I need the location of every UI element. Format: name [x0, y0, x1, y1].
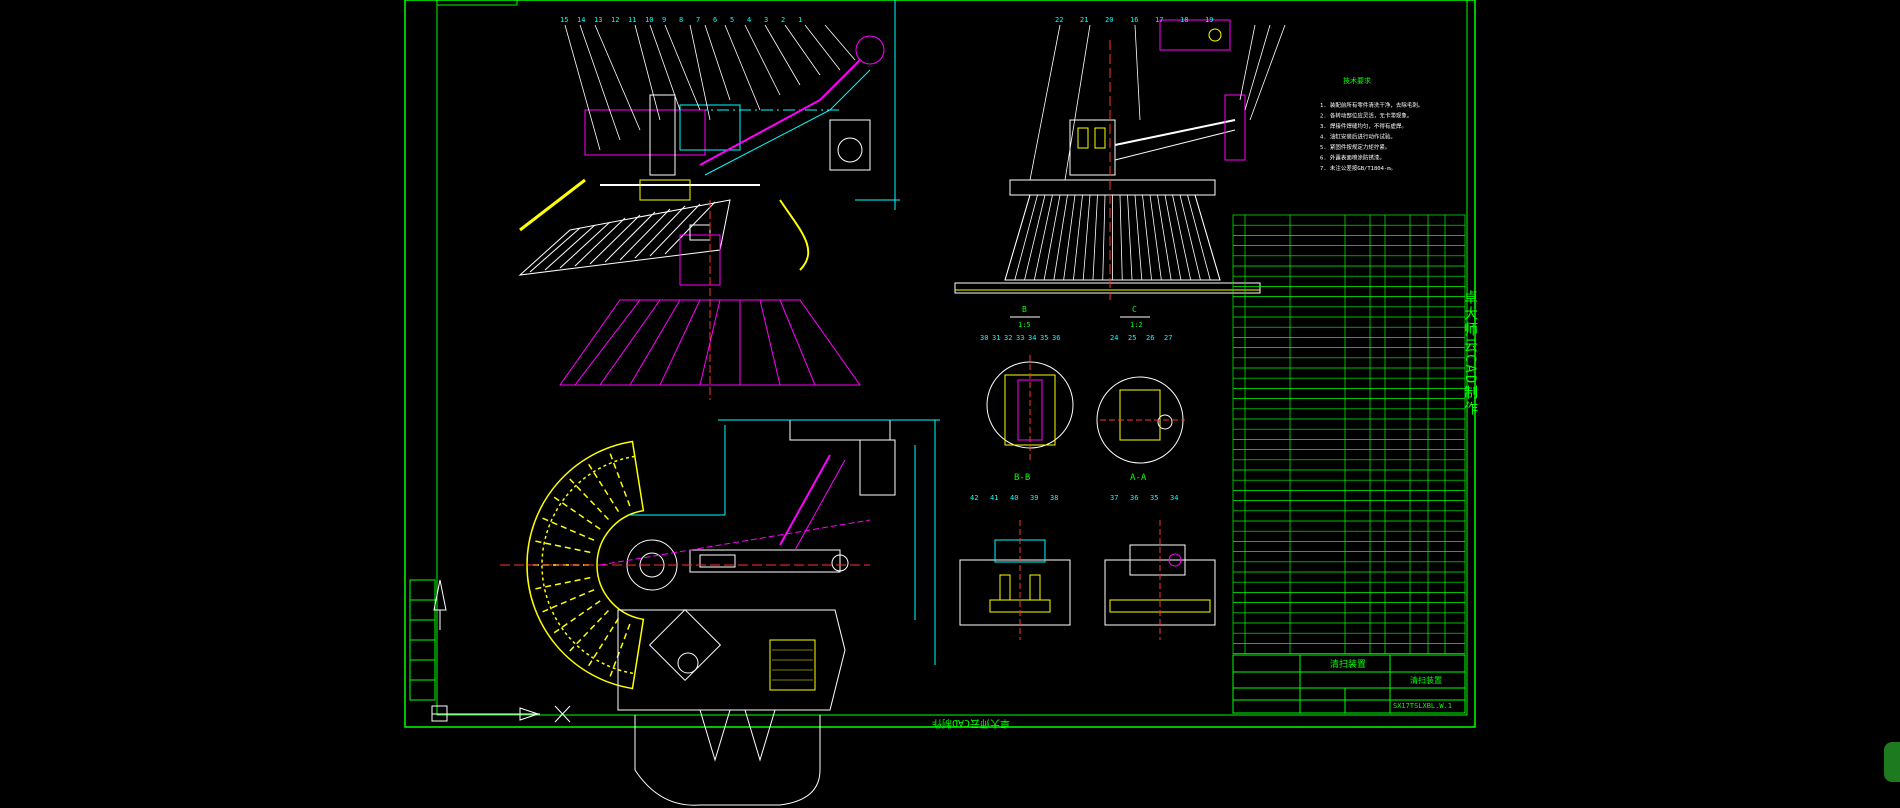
lower-view-left	[959, 520, 1071, 640]
balloon-label: 39	[1030, 494, 1038, 502]
balloon-label: 10	[645, 16, 653, 24]
balloon-label: 15	[560, 16, 568, 24]
detail-bb: B-B	[986, 355, 1074, 483]
balloon-label: 34	[1170, 494, 1178, 502]
tech-req-line: 7. 未注公差按GB/T1804-m。	[1320, 164, 1396, 172]
balloons-right-top: 22 21 20 16 17 18 19	[1055, 16, 1213, 24]
balloons-top: 15 14 13 12 11 10 9 8 7 6 5 4 3 2 1	[560, 16, 802, 24]
balloon-label: 31	[992, 334, 1000, 342]
tech-req-line: 4. 油缸安装后进行动作试验。	[1320, 133, 1396, 141]
balloon-label: 40	[1010, 494, 1018, 502]
balloon-label: 14	[577, 16, 585, 24]
balloon-label: 2	[781, 16, 785, 24]
title-block-name: 清扫装置	[1330, 658, 1366, 670]
balloon-label: 13	[594, 16, 602, 24]
balloon-label: 5	[730, 16, 734, 24]
balloon-label: 8	[679, 16, 683, 24]
main-side-view	[518, 0, 900, 400]
tech-req-line: 6. 外露表面喷涂防锈漆。	[1320, 154, 1385, 162]
balloon-label: 33	[1016, 334, 1024, 342]
right-watermark: 卓大师云CAD制作	[1462, 290, 1478, 418]
top-left-tab	[436, 0, 518, 6]
balloon-label: 42	[970, 494, 978, 502]
balloon-label: 21	[1080, 16, 1088, 24]
balloon-label: 20	[1105, 16, 1113, 24]
balloon-label: 36	[1130, 494, 1138, 502]
section-scale-b: 1:5	[1018, 321, 1031, 329]
front-view	[954, 19, 1286, 300]
balloon-label: 3	[764, 16, 768, 24]
lower-view-right	[1104, 520, 1216, 640]
balloon-label: 11	[628, 16, 636, 24]
tech-req-line: 5. 紧固件按规定力矩拧紧。	[1320, 143, 1390, 151]
detail-aa: A-A	[1096, 376, 1185, 483]
tech-req-line: 3. 焊接件焊缝均匀，不得有虚焊。	[1320, 122, 1407, 130]
balloon-label: 24	[1110, 334, 1118, 342]
outer-frame	[404, 0, 1476, 728]
title-block-name-right: 清扫装置	[1410, 675, 1442, 685]
technical-requirements: 技术要求 1. 装配前所有零件清洗干净，去除毛刺。 2. 各转动部位应灵活，无卡滞…	[1320, 76, 1423, 172]
balloon-label: 25	[1128, 334, 1136, 342]
balloon-label: 30	[980, 334, 988, 342]
left-margin-block	[409, 579, 447, 701]
section-letter-b: B	[1022, 305, 1027, 314]
plan-view	[500, 419, 940, 806]
bottom-watermark: 卓大师云CAD制作	[932, 717, 1010, 730]
balloon-label: 17	[1155, 16, 1163, 24]
balloon-label: 32	[1004, 334, 1012, 342]
view-label-aa: A-A	[1130, 473, 1147, 483]
scroll-knob[interactable]	[1884, 742, 1900, 782]
balloon-label: 18	[1180, 16, 1188, 24]
tech-req-line: 2. 各转动部位应灵活，无卡滞现象。	[1320, 112, 1412, 120]
balloon-label: 16	[1130, 16, 1138, 24]
balloon-label: 26	[1146, 334, 1154, 342]
balloon-label: 9	[662, 16, 666, 24]
tech-req-title: 技术要求	[1343, 76, 1371, 85]
ucs-icon	[431, 705, 571, 723]
balloon-label: 12	[611, 16, 619, 24]
balloon-label: 7	[696, 16, 700, 24]
title-block	[1232, 654, 1466, 714]
balloon-label: 27	[1164, 334, 1172, 342]
section-letter-c: C	[1132, 305, 1137, 314]
balloon-label: 6	[713, 16, 717, 24]
balloon-label: 35	[1150, 494, 1158, 502]
inner-frame	[436, 0, 1468, 716]
tech-req-line: 1. 装配前所有零件清洗干净，去除毛刺。	[1320, 101, 1423, 109]
balloon-label: 37	[1110, 494, 1118, 502]
parts-list-table	[1232, 214, 1466, 654]
balloon-label: 4	[747, 16, 751, 24]
balloon-label: 38	[1050, 494, 1058, 502]
balloon-label: 19	[1205, 16, 1213, 24]
balloon-label: 1	[798, 16, 802, 24]
balloon-label: 35	[1040, 334, 1048, 342]
balloon-label: 34	[1028, 334, 1036, 342]
balloon-label: 36	[1052, 334, 1060, 342]
section-scale-c: 1:2	[1130, 321, 1143, 329]
view-label-bb: B-B	[1014, 473, 1030, 483]
balloons-lower: 42 41 40 39 38 37 36 35 34	[970, 494, 1178, 502]
balloon-label: 41	[990, 494, 998, 502]
title-block-drawing-no: SX17TSLXBL.W.1	[1393, 702, 1452, 710]
balloon-label: 22	[1055, 16, 1063, 24]
balloons-detail: 30 31 32 33 34 35 36 24 25 26 27	[980, 334, 1172, 342]
section-marks: B 1:5 C 1:2	[1010, 305, 1150, 329]
